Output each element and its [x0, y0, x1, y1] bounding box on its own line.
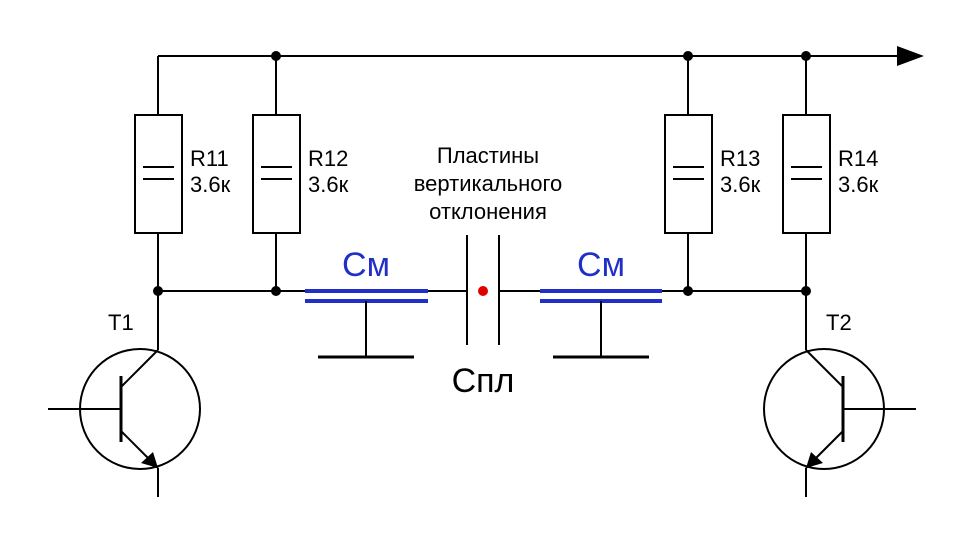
junction-dots [153, 51, 811, 296]
resistor-r13-value: 3.6к [720, 172, 761, 197]
rail-drops [157, 56, 807, 115]
resistor-r11-value: 3.6к [190, 172, 231, 197]
t2-emitter-arrow-icon [806, 452, 823, 468]
plate-capacitance-label: Спл [452, 362, 515, 400]
supply-rail [158, 46, 924, 66]
resistor-r12-value: 3.6к [308, 172, 349, 197]
center-dot-icon [478, 286, 488, 296]
resistor-r13: R13 3.6к [664, 114, 761, 234]
mounting-capacitor-left-label: См [342, 246, 390, 284]
resistor-r14-value: 3.6к [838, 172, 879, 197]
deflection-plates: Пластины вертикального отклонения Спл [414, 143, 563, 400]
transistor-t2-label: T2 [826, 310, 852, 335]
resistor-r12: R12 3.6к [252, 114, 349, 234]
mounting-capacitor-right: См [540, 246, 662, 359]
supply-arrow-icon [897, 46, 924, 66]
transistor-t1: T1 [48, 291, 201, 497]
plates-label-line1: Пластины [437, 143, 539, 168]
t1-emitter-arrow-icon [141, 452, 158, 468]
resistor-r13-name: R13 [720, 146, 760, 171]
resistor-r12-name: R12 [308, 146, 348, 171]
mounting-capacitor-left: См [305, 246, 428, 359]
transistor-t2: T2 [763, 291, 916, 497]
mounting-capacitor-right-label: См [577, 246, 625, 284]
resistor-r11: R11 3.6к [134, 114, 231, 234]
transistor-t1-label: T1 [108, 310, 134, 335]
resistor-bottom-wires [157, 233, 807, 291]
resistor-r14: R14 3.6к [782, 114, 879, 234]
resistor-r11-name: R11 [190, 146, 229, 171]
plates-label-line2: вертикального [414, 171, 563, 196]
plates-label-line3: отклонения [429, 199, 547, 224]
resistor-r14-name: R14 [838, 146, 878, 171]
